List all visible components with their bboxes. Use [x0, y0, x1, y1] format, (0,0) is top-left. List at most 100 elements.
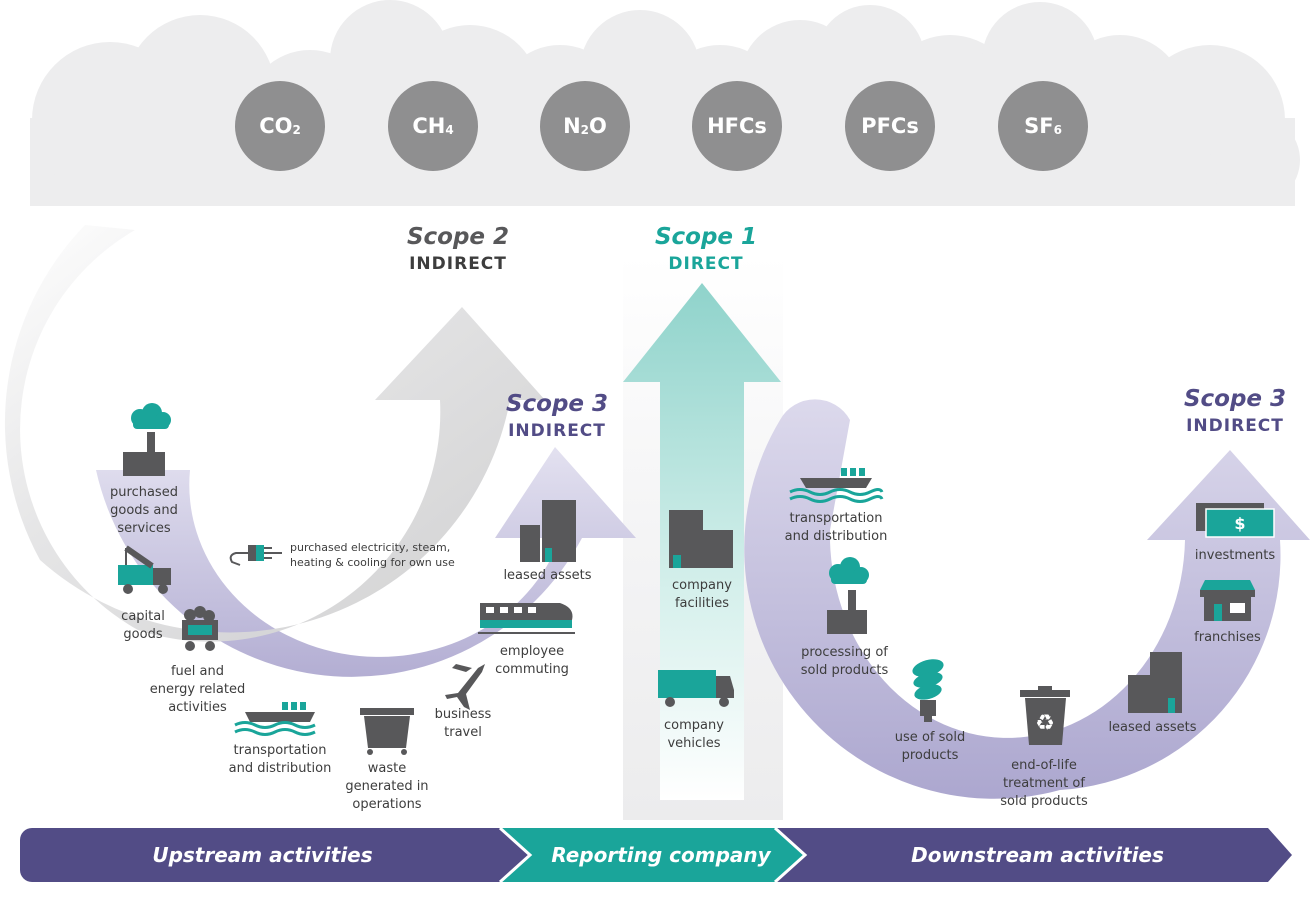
scope3-upstream-header: Scope 3 INDIRECT	[472, 390, 642, 444]
money-icon: $	[1196, 503, 1275, 538]
gas-co2-label: CO	[259, 114, 293, 138]
gas-hfcs-label: HFCs	[707, 114, 767, 138]
label-end-of-life: end-of-life treatment of sold products	[989, 757, 1099, 811]
label-investments: investments	[1194, 548, 1276, 563]
coal-cart-icon	[182, 606, 218, 651]
label-company-vehicles: company vehicles	[644, 717, 744, 753]
scope2-title: Scope 2	[406, 224, 510, 250]
gas-n2o-label: N	[563, 114, 581, 138]
gas-co2-subscript: 2	[292, 123, 301, 137]
train-icon	[478, 603, 575, 634]
label-line: products	[901, 748, 959, 763]
label-line: treatment of	[1003, 776, 1085, 791]
label-upstream-transport: transportation and distribution	[215, 742, 345, 778]
label-business-travel: business travel	[423, 706, 503, 742]
reporting-company-label: Reporting company	[551, 843, 771, 867]
light-bulb-icon	[912, 659, 944, 722]
scope3-downstream-header: Scope 3 INDIRECT	[1150, 385, 1315, 439]
label-line: services	[117, 521, 171, 536]
label-line: commuting	[495, 662, 569, 677]
label-line: operations	[352, 797, 422, 812]
label-waste: waste generated in operations	[337, 760, 437, 814]
label-line: activities	[168, 700, 227, 715]
label-line: waste	[367, 761, 407, 776]
gas-sf6-subscript: 6	[1053, 123, 1062, 137]
label-line: sold products	[1000, 794, 1088, 809]
recycle-bin-icon: ♻	[1020, 686, 1070, 745]
factory-icon	[123, 403, 171, 476]
label-line: company	[664, 718, 724, 733]
gas-pfcs-label: PFCs	[861, 114, 919, 138]
label-processing: processing of sold products	[787, 644, 902, 680]
label-line: employee	[499, 644, 565, 659]
svg-text:♻: ♻	[1035, 711, 1055, 736]
label-line: business	[434, 707, 492, 722]
scope3-upstream-title: Scope 3	[505, 391, 609, 417]
downstream-activities-label: Downstream activities	[911, 843, 1164, 867]
label-line: and distribution	[228, 761, 332, 776]
cloud-band	[30, 0, 1300, 206]
label-line: transportation	[233, 743, 327, 758]
label-downstream-leased-assets: leased assets	[1108, 720, 1197, 735]
label-line: company	[672, 578, 732, 593]
ship-icon	[234, 702, 316, 736]
label-use-of-sold-products: use of sold products	[880, 729, 980, 765]
label-line: processing of	[801, 645, 888, 660]
label-line: goods and	[110, 503, 178, 518]
label-line: vehicles	[667, 736, 721, 751]
upstream-activities-label: Upstream activities	[152, 843, 373, 867]
scope1-subtitle: DIRECT	[668, 254, 744, 274]
label-capital-goods: capital goods	[103, 608, 183, 644]
scope3-downstream-subtitle: INDIRECT	[1186, 416, 1284, 436]
factory-icon	[827, 557, 869, 634]
label-line: use of sold	[894, 730, 966, 745]
scope2-header: Scope 2 INDIRECT	[373, 223, 543, 277]
label-line: transportation	[789, 511, 883, 526]
label-line: facilities	[674, 596, 729, 611]
gas-n2o-subscript: 2	[580, 123, 590, 137]
scope3-downstream-title: Scope 3	[1183, 386, 1287, 412]
label-line: sold products	[800, 663, 889, 678]
building-icon	[520, 500, 576, 562]
office-building-icon	[669, 510, 733, 568]
scope3-upstream-subtitle: INDIRECT	[508, 421, 606, 441]
scope1-title: Scope 1	[654, 224, 758, 250]
label-line: heating & cooling for own use	[290, 556, 455, 569]
building-icon	[1128, 652, 1182, 713]
svg-text:$: $	[1234, 514, 1245, 533]
label-franchises: franchises	[1194, 630, 1261, 645]
crane-truck-icon	[118, 545, 171, 594]
scope2-arrow	[4, 225, 545, 642]
label-line: purchased electricity, steam,	[290, 541, 451, 554]
label-purchased-electricity: purchased electricity, steam, heating & …	[290, 540, 480, 570]
label-line: fuel and	[170, 664, 224, 679]
label-line: purchased	[110, 485, 178, 500]
airplane-icon	[445, 664, 485, 710]
label-line: energy related	[149, 682, 246, 697]
gas-n2o-tail: O	[589, 114, 607, 138]
activity-bar	[20, 826, 1292, 884]
label-line: generated in	[345, 779, 429, 794]
scope2-subtitle: INDIRECT	[409, 254, 507, 274]
label-fuel-energy: fuel and energy related activities	[140, 663, 255, 717]
dumpster-icon	[360, 708, 414, 755]
label-line: and distribution	[784, 529, 888, 544]
truck-icon	[658, 670, 734, 707]
scope1-header: Scope 1 DIRECT	[621, 223, 791, 277]
gas-hfcs-circle: HFCs	[692, 81, 782, 171]
label-purchased-goods: purchased goods and services	[94, 484, 194, 538]
label-downstream-transport: transportation and distribution	[771, 510, 901, 546]
label-line: goods	[123, 627, 163, 642]
label-employee-commuting: employee commuting	[487, 643, 577, 679]
label-company-facilities: company facilities	[652, 577, 752, 613]
gas-sf6-label: SF	[1024, 114, 1054, 138]
label-line: capital	[121, 609, 165, 624]
label-line: end-of-life	[1011, 758, 1077, 773]
label-line: travel	[444, 725, 482, 740]
gas-ch4-label: CH	[412, 114, 446, 138]
